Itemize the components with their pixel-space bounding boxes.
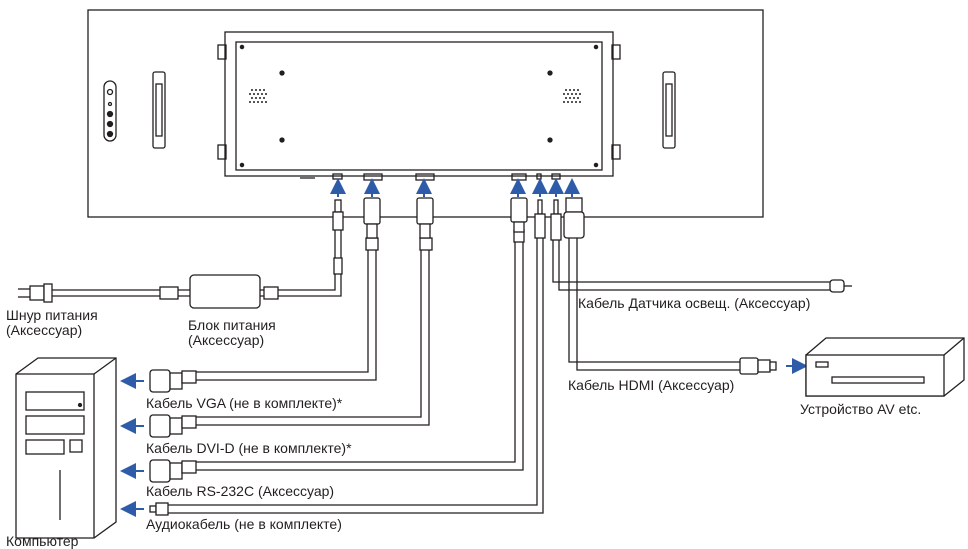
cables [160,205,830,514]
light-sensor-icon [829,279,852,293]
av-device-label: Устройство AV etc. [800,401,922,417]
computer-label: Компьютер [6,533,79,549]
audio-jack-icon [534,199,546,239]
light-sensor-icon [550,199,562,241]
vga-connector-icon [149,369,197,393]
audio-cable-label: Аудиокабель (не в комплекте) [146,516,342,532]
audio-jack-icon [149,502,169,516]
dvi-connector-icon [149,414,197,438]
dvi-cable-label: Кабель DVI-D (не в комплекте)* [146,440,352,456]
power-cord-label-line2: (Аксессуар) [6,322,83,338]
power-adapter-icon [50,274,300,309]
hdmi-connector-icon [739,357,777,375]
power-cord-label-line1: Шнур питания [6,307,98,323]
light-sensor-cable-label: Кабель Датчика освещ. (Аксессуар) [578,295,811,311]
rs232-cable-label: Кабель RS-232C (Аксессуар) [146,483,335,499]
rs232-connector-icon [510,197,528,233]
rs232-connector-icon [149,459,197,483]
dvi-connector-icon [416,197,434,239]
hdmi-connector-icon [563,197,585,239]
pc-tower-icon [15,357,117,539]
monitor-back-icon [87,9,764,218]
av-device-icon [805,337,965,397]
power-plug-icon [332,199,344,231]
connection-arrows-up [330,178,580,197]
power-block-label-line1: Блок питания [188,317,276,333]
power-block-label-line2: (Аксессуар) [188,332,265,348]
power-plug-icon [18,283,53,303]
vga-cable-label: Кабель VGA (не в комплекте)* [146,395,343,411]
vga-connector-icon [363,197,381,239]
hdmi-cable-label: Кабель HDMI (Аксессуар) [568,377,735,393]
connection-arrows-left [120,358,808,517]
